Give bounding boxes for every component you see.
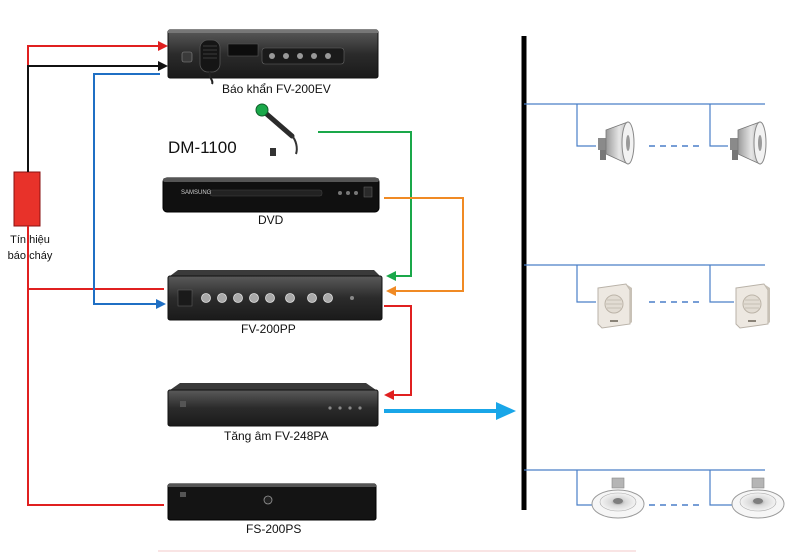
- wall-speaker-icon: [597, 283, 632, 329]
- ceiling-speaker-icon: [731, 477, 785, 519]
- fire-signal-line2: báo cháy: [7, 250, 53, 262]
- green-line: [318, 131, 412, 277]
- emergency-unit: [167, 29, 379, 79]
- orange-arrowhead: [386, 286, 396, 296]
- green-arrowhead: [386, 271, 396, 281]
- dvd-brand: SAMSUNG: [181, 190, 212, 196]
- label-preamp: FV-200PP: [241, 322, 296, 336]
- label-power-supply: FS-200PS: [246, 522, 302, 536]
- label-emergency: Báo khẩn FV-200EV: [222, 82, 331, 96]
- power-supply: [167, 483, 377, 521]
- horn-speaker-icon: [598, 121, 635, 165]
- horn-speaker-icon: [730, 121, 767, 165]
- wall-speaker-icon: [735, 283, 770, 329]
- output-arrow: [384, 402, 516, 420]
- blue-arrowhead: [156, 299, 166, 309]
- gooseneck-microphone-icon: [255, 103, 298, 156]
- power-amplifier: [167, 383, 379, 427]
- fire-signal-label: Tín hiệu báo cháy: [2, 232, 58, 264]
- blue-line: [93, 73, 160, 305]
- zone-dashes: [649, 145, 700, 506]
- hand-microphone-icon: [199, 39, 221, 85]
- red-arrowheads: [158, 41, 394, 400]
- label-mic: DM-1100: [168, 138, 237, 157]
- zone-lines: [524, 103, 765, 506]
- preamplifier: [167, 270, 383, 321]
- label-dvd: DVD: [258, 213, 284, 227]
- fire-signal-box: [13, 171, 41, 227]
- black-line: [27, 65, 160, 172]
- orange-line: [384, 197, 464, 292]
- label-amplifier: Tăng âm FV-248PA: [224, 429, 329, 443]
- ceiling-speaker-icon: [591, 477, 645, 519]
- black-arrowhead: [158, 61, 168, 71]
- fire-signal-line1: Tín hiệu: [10, 234, 50, 246]
- dvd-player: SAMSUNG: [162, 177, 380, 213]
